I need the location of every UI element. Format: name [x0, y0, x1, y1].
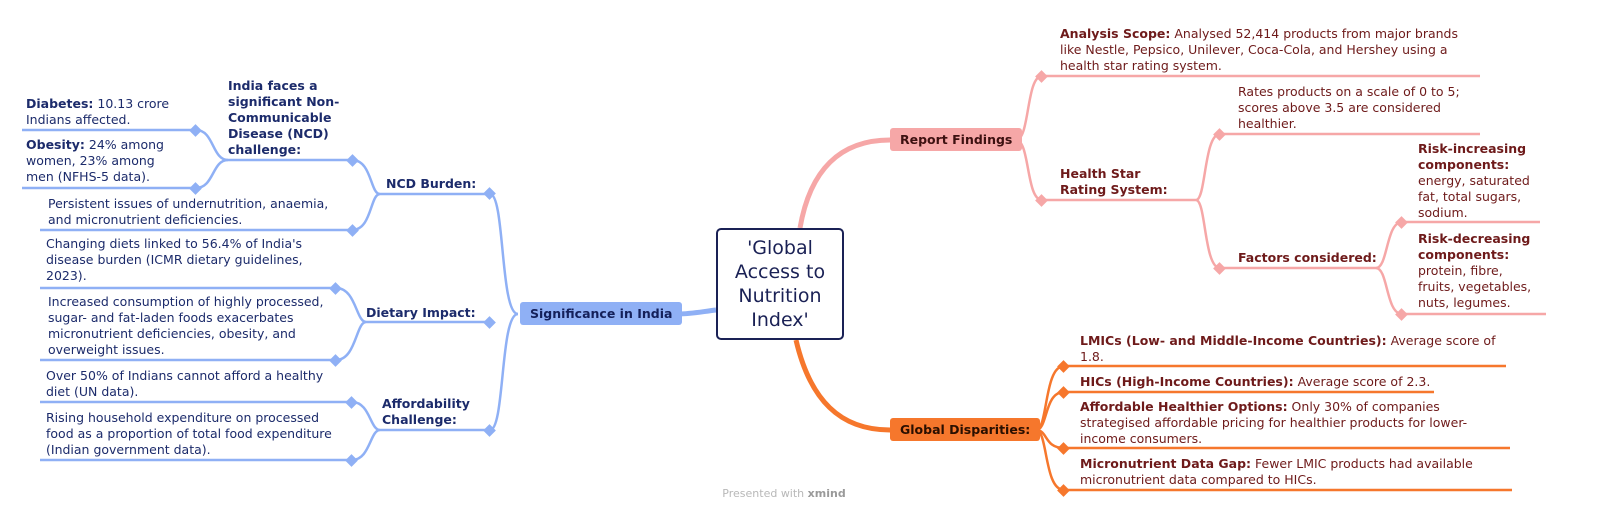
analysis-scope-node[interactable]: Analysis Scope: Analysed 52,414 products…	[1060, 26, 1470, 74]
diabetes-text: 10.13 crore Indians affected.	[26, 96, 170, 127]
lmics-text: Average score of 1.8.	[1080, 333, 1496, 364]
changing-diets-node[interactable]: Changing diets linked to 56.4% of India'…	[46, 236, 303, 283]
risk-decreasing-node[interactable]: Risk-decreasing components:protein, fibr…	[1418, 231, 1542, 311]
health-star-rating-label[interactable]: Health Star Rating System:	[1060, 166, 1168, 197]
factors-considered-label[interactable]: Factors considered:	[1238, 250, 1377, 265]
micronutrient-gap-text: Fewer LMIC products had available micron…	[1080, 456, 1473, 487]
findings-connectors	[797, 74, 1546, 316]
lmics-node[interactable]: LMICs (Low- and Middle-Income Countries)…	[1080, 333, 1500, 365]
analysis-scope-text: Analysed 52,414 products from major bran…	[1060, 26, 1458, 73]
affordable-options-title: Affordable Healthier Options:	[1080, 399, 1288, 414]
affordable-options-node[interactable]: Affordable Healthier Options: Only 30% o…	[1080, 399, 1505, 447]
affordable-options-text: Only 30% of companies strategised afford…	[1080, 399, 1468, 446]
processed-consumption-node[interactable]: Increased consumption of highly processe…	[48, 294, 324, 357]
disparities-markers	[1057, 360, 1070, 497]
disparities-connectors	[793, 339, 1512, 492]
rates-products-node[interactable]: Rates products on a scale of 0 to 5; sco…	[1238, 84, 1460, 131]
diabetes-title: Diabetes:	[26, 96, 94, 111]
analysis-scope-title: Analysis Scope:	[1060, 26, 1171, 41]
dietary-impact-label[interactable]: Dietary Impact:	[366, 305, 476, 320]
ncd-challenge-label[interactable]: India faces a significant Non-Communicab…	[228, 78, 340, 157]
obesity-title: Obesity:	[26, 137, 85, 152]
risk-increasing-node[interactable]: Risk-increasing components:energy, satur…	[1418, 141, 1536, 221]
branch-global-disparities[interactable]: Global Disparities:	[890, 418, 1041, 441]
xmind-brand: xmind	[807, 487, 846, 500]
footer-prefix: Presented with	[722, 487, 808, 500]
obesity-text: 24% among women, 23% among men (NFHS-5 d…	[26, 137, 164, 184]
affordability-label[interactable]: Affordability Challenge:	[382, 396, 470, 427]
expenditure-node[interactable]: Rising household expenditure on processe…	[46, 410, 332, 457]
branch-significance[interactable]: Significance in India	[520, 302, 683, 325]
branch-report-findings[interactable]: Report Findings	[890, 128, 1023, 151]
hics-node[interactable]: HICs (High-Income Countries): Average sc…	[1080, 374, 1440, 390]
obesity-node[interactable]: Obesity: 24% among women, 23% among men …	[26, 137, 181, 185]
lmics-title: LMICs (Low- and Middle-Income Countries)…	[1080, 333, 1387, 348]
significance-markers	[189, 124, 496, 467]
risk-increasing-text: energy, saturated fat, total sugars, sod…	[1418, 173, 1530, 220]
risk-decreasing-text: protein, fibre, fruits, vegetables, nuts…	[1418, 263, 1532, 310]
central-topic[interactable]: 'Global Access to Nutrition Index'	[716, 228, 844, 340]
central-topic-text: 'Global Access to Nutrition Index'	[734, 237, 826, 331]
hics-title: HICs (High-Income Countries):	[1080, 374, 1294, 389]
risk-decreasing-title: Risk-decreasing components:	[1418, 231, 1531, 262]
diabetes-node[interactable]: Diabetes: 10.13 crore Indians affected.	[26, 96, 181, 128]
hics-text: Average score of 2.3.	[1293, 374, 1431, 389]
cannot-afford-node[interactable]: Over 50% of Indians cannot afford a heal…	[46, 368, 324, 399]
presented-with-footer[interactable]: Presented with xmind	[0, 487, 1568, 500]
micronutrient-gap-title: Micronutrient Data Gap:	[1080, 456, 1252, 471]
undernutrition-node[interactable]: Persistent issues of undernutrition, ana…	[48, 196, 329, 227]
risk-increasing-title: Risk-increasing components:	[1418, 141, 1527, 172]
micronutrient-gap-node[interactable]: Micronutrient Data Gap: Fewer LMIC produ…	[1080, 456, 1505, 488]
significance-connectors	[22, 128, 717, 462]
ncd-burden-label[interactable]: NCD Burden:	[386, 176, 477, 191]
